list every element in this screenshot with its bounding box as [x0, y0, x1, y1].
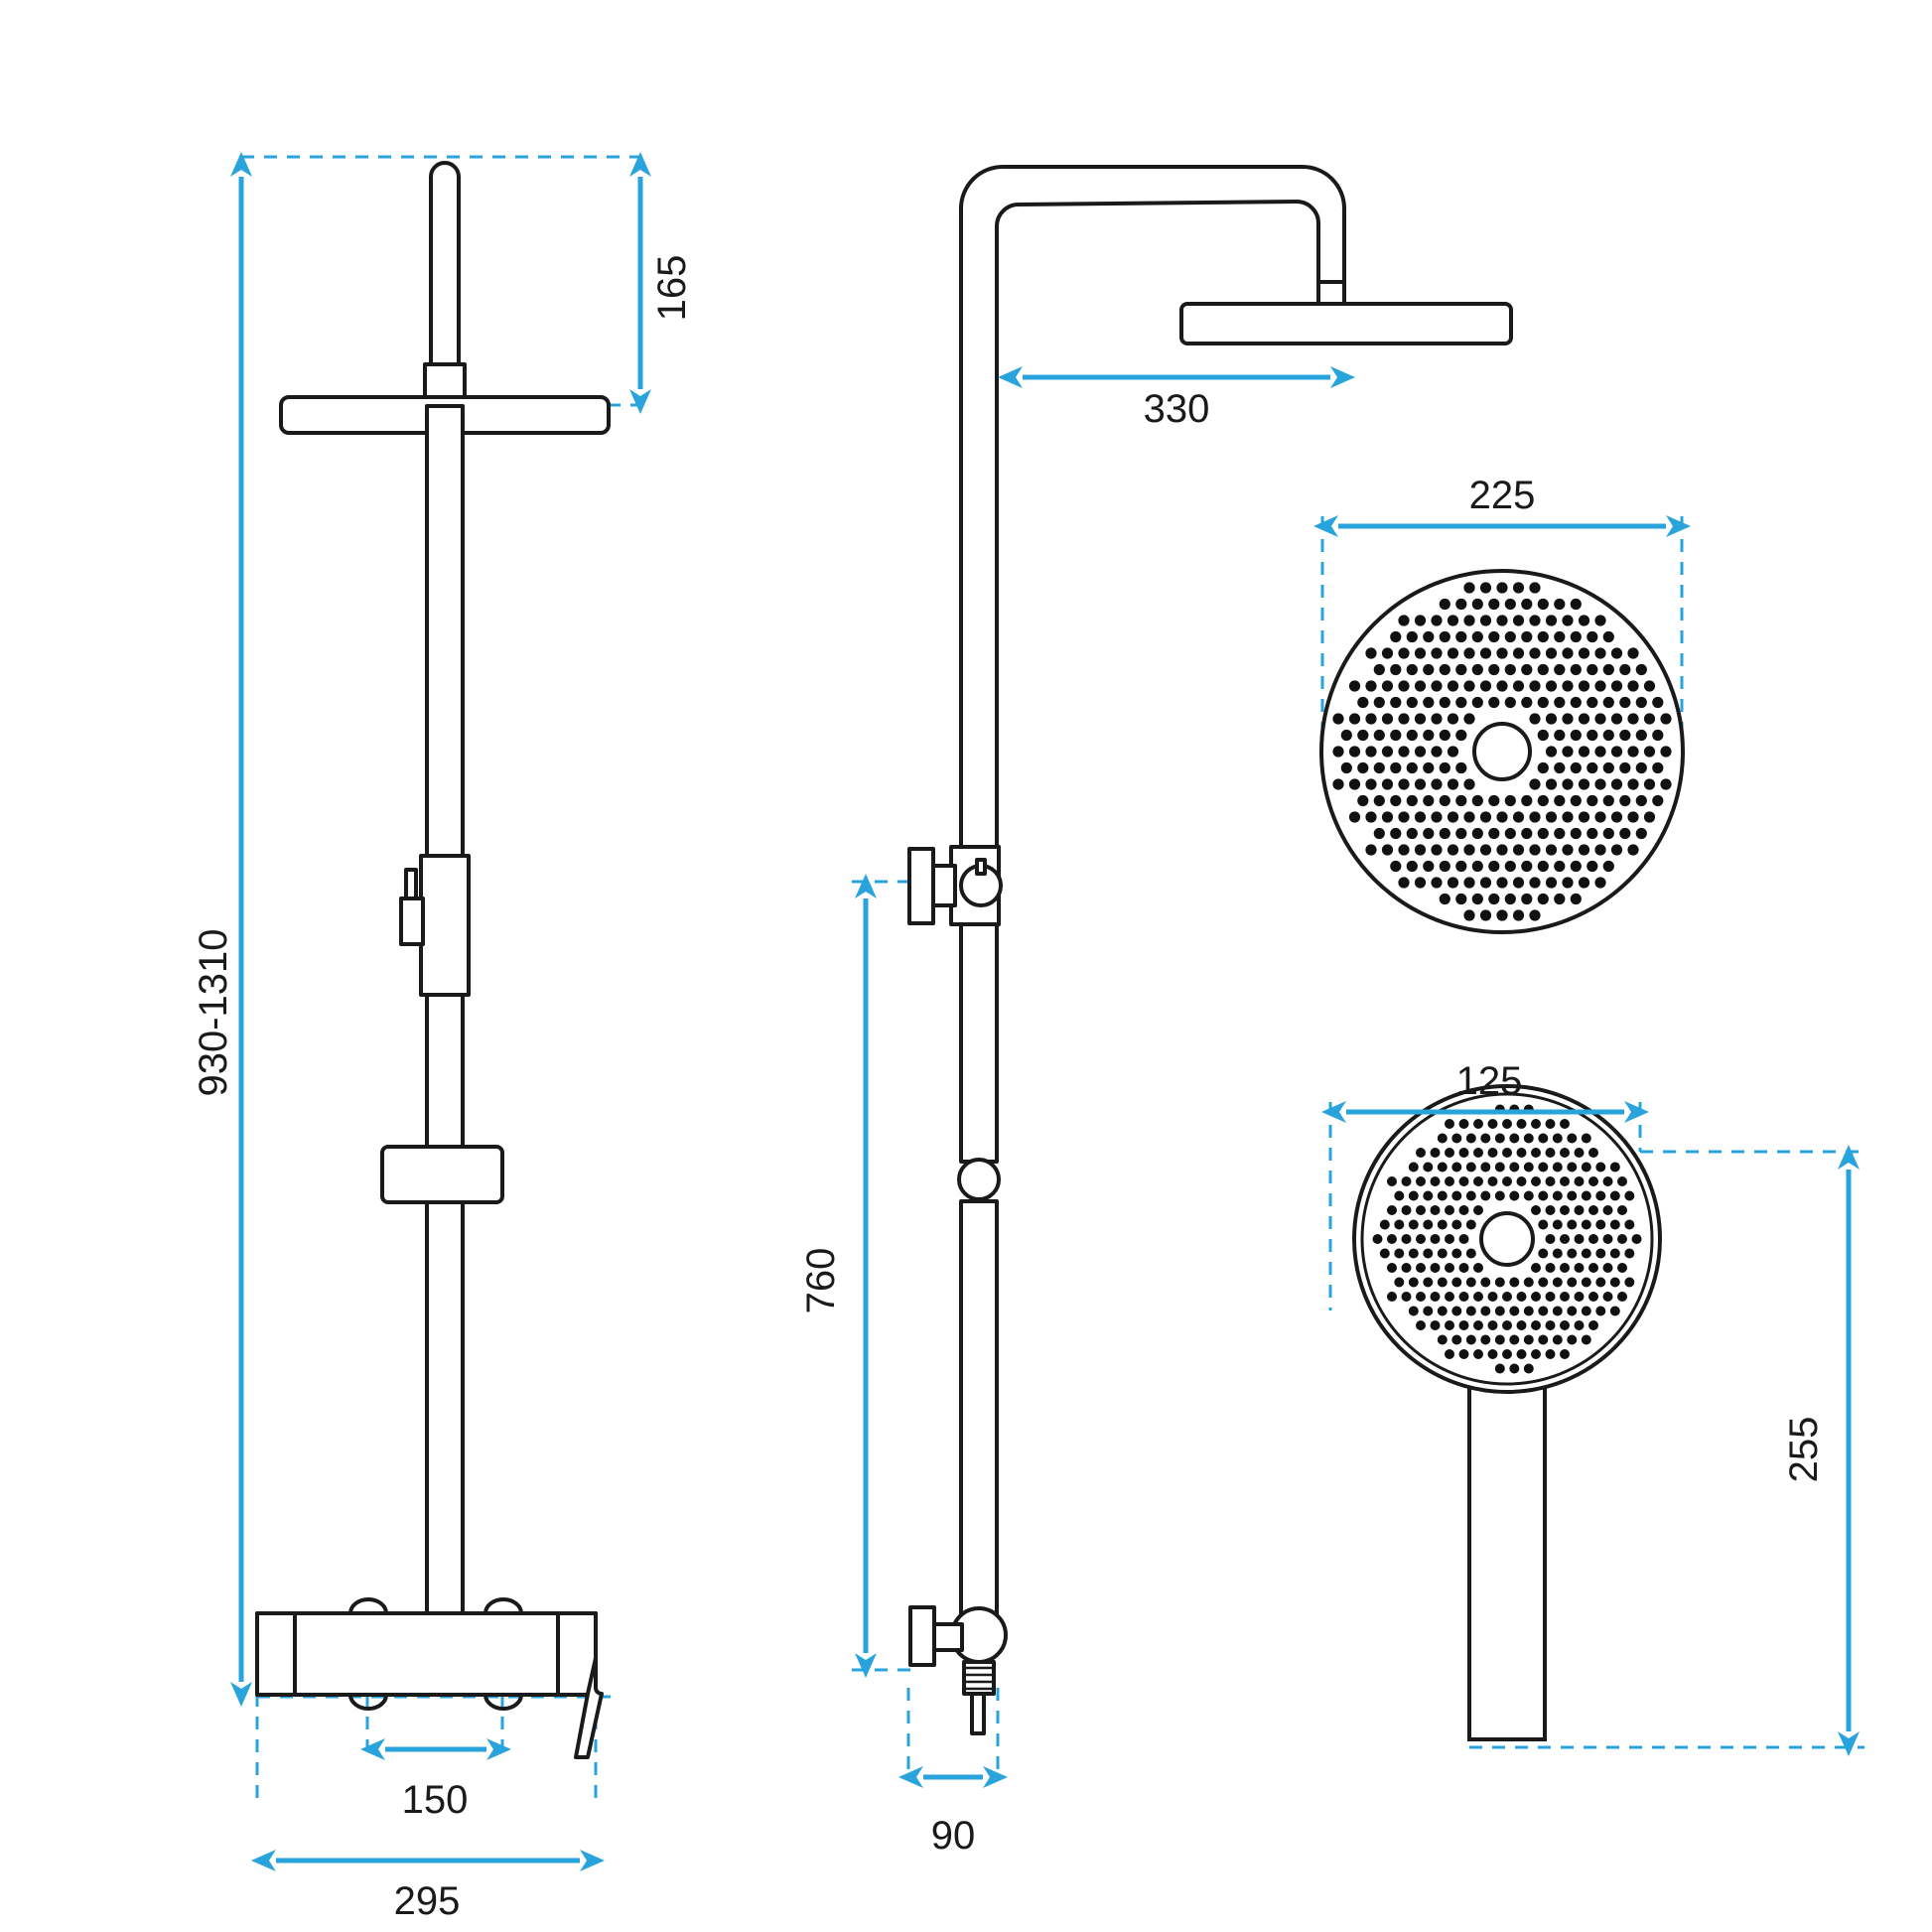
front-view-dimensions: [230, 152, 651, 1871]
upper-riser-tube: [429, 161, 461, 366]
rain-head-center-hole: [1472, 722, 1532, 781]
dim-label-295: 295: [394, 1879, 461, 1923]
slider-bracket: [419, 854, 471, 997]
rain-head-nozzles: [1332, 582, 1672, 921]
dim-label-150: 150: [402, 1778, 469, 1822]
dim-label-overall-height: 930-1310: [192, 928, 235, 1096]
dim-label-255: 255: [1782, 1417, 1826, 1483]
mixer-outlet-spout: [574, 1656, 604, 1759]
dim-label-225: 225: [1469, 474, 1536, 517]
dim-label-330: 330: [1144, 387, 1210, 431]
rain-head-profile: [1179, 302, 1513, 345]
side-view-geometry: [907, 165, 1513, 1735]
mixer-body: [255, 1611, 598, 1697]
side-view: 330 760 90: [799, 165, 1513, 1858]
riser-slider-ring: [957, 1158, 1001, 1201]
diverter-knob-stem: [975, 858, 987, 876]
slider-lever-grip: [399, 897, 425, 946]
wall-arm-lower: [932, 1622, 964, 1652]
outlet-thread-hatch: [964, 1666, 994, 1691]
inlet-left-bottom: [348, 1694, 388, 1711]
dim-label-165: 165: [650, 255, 694, 322]
inlet-right-bottom: [483, 1694, 523, 1711]
hand-shower-center-hole: [1479, 1211, 1535, 1267]
holder-shelf: [380, 1145, 504, 1204]
dim-label-90: 90: [931, 1814, 976, 1858]
front-view: 930-1310 165 150 295: [192, 152, 694, 1923]
hand-shower-nozzles: [1372, 1104, 1642, 1374]
wall-flange-lower: [908, 1605, 936, 1667]
main-riser-pipe-lower: [425, 991, 465, 1615]
dim-label-125: 125: [1456, 1059, 1523, 1103]
riser-arm-profile: [959, 165, 1346, 854]
wall-flange-upper: [907, 847, 935, 925]
outlet-tail: [970, 1692, 986, 1735]
riser-pipe-mid: [959, 911, 999, 1164]
riser-pipe-lower: [959, 1199, 999, 1640]
front-view-geometry: [255, 161, 611, 1759]
inlet-left-top: [348, 1597, 388, 1614]
main-riser-pipe: [425, 404, 465, 860]
rain-head-detail: 225: [1313, 474, 1691, 934]
rain-head-witness-lines: [1320, 516, 1684, 740]
mixer-left-cap: [255, 1611, 297, 1697]
wall-arm-upper: [931, 864, 957, 907]
side-view-dimensions: [855, 366, 1355, 1788]
inlet-right-top: [483, 1597, 523, 1614]
riser-arm-profile-inner: [995, 200, 1320, 854]
dim-label-760: 760: [799, 1248, 843, 1314]
hand-shower-detail: 125 255: [1321, 1059, 1864, 1756]
